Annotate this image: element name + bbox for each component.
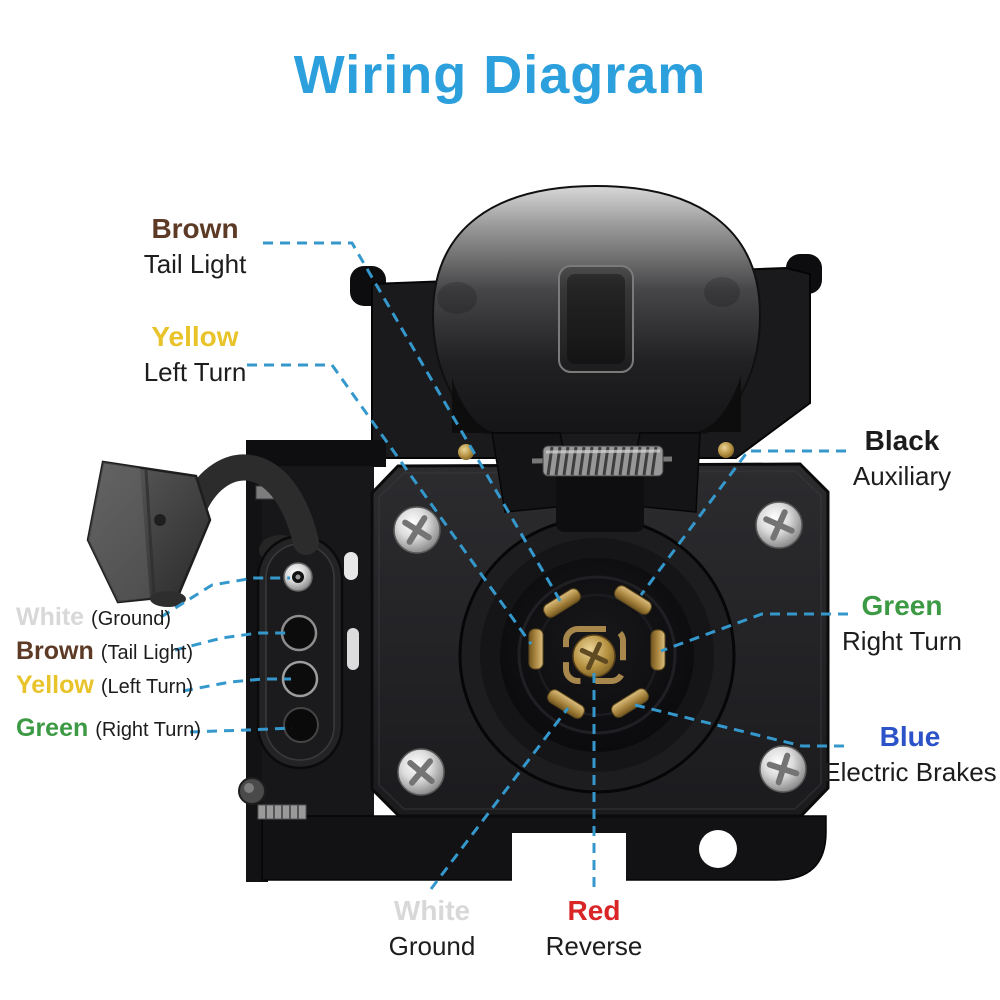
flat-label-yellow-left-turn: Yellow (Left Turn) — [16, 670, 193, 704]
socket-pin-ground — [547, 689, 585, 719]
label-red-reverse: Red Reverse — [509, 895, 679, 961]
wire-color-name: Yellow — [151, 321, 239, 352]
flange-hole — [699, 830, 737, 868]
leader-line-white — [429, 707, 570, 890]
flat-label-brown-tail-light: Brown (Tail Light) — [16, 636, 193, 670]
label-black-auxiliary: Black Auxiliary — [822, 425, 982, 491]
label-green-right-turn: Green Right Turn — [822, 590, 982, 656]
socket-pin-reverse — [563, 626, 626, 684]
wire-color-name: Red — [567, 895, 621, 926]
corner-screw — [393, 506, 441, 554]
leader-line-yellow — [247, 363, 533, 645]
flat-label-white-ground: White (Ground) — [16, 602, 171, 636]
socket-pin-electric-brakes — [611, 688, 649, 718]
leader-line-flat-white — [160, 576, 290, 619]
leader-lines — [160, 241, 848, 890]
flat-pin-right-turn — [283, 707, 319, 743]
seven-pin-socket — [458, 516, 736, 794]
leader-line-flat-brown — [174, 631, 291, 652]
wire-color-name: Green — [861, 590, 943, 621]
wire-function: Left Turn — [143, 356, 247, 387]
wire-color-name: White — [393, 895, 471, 926]
dust-cap — [86, 454, 319, 607]
cover-latch-recess — [567, 274, 625, 364]
wire-function: Electric Brakes — [823, 756, 997, 787]
corner-screws — [393, 501, 807, 796]
corner-screw — [759, 745, 807, 793]
flat-pin-left-turn — [281, 660, 319, 698]
corner-screw — [755, 501, 803, 549]
wire-color-name: Yellow — [16, 671, 94, 699]
page-title: Wiring Diagram — [293, 45, 707, 105]
leader-line-blue — [634, 703, 844, 748]
wire-function: (Right Turn) — [95, 719, 201, 741]
wire-color-name: Green — [16, 714, 89, 742]
bracket-bolt — [238, 777, 307, 820]
leader-line-green — [660, 612, 848, 653]
socket-pin-left-turn — [528, 628, 544, 670]
label-white-ground: White Ground — [347, 895, 517, 961]
corner-screw — [397, 748, 445, 796]
four-pin-flat-connector — [256, 534, 344, 770]
leader-line-flat-yellow — [182, 677, 291, 693]
cover-hinge — [458, 432, 734, 532]
label-blue-electric-brakes: Blue Electric Brakes — [820, 721, 1000, 787]
socket-cover-lid — [431, 184, 762, 434]
hinge-pivot — [718, 442, 734, 458]
wire-color-name: White — [16, 603, 85, 631]
wire-color-name: Blue — [879, 721, 941, 752]
wire-function: (Ground) — [91, 608, 172, 630]
leader-line-brown — [263, 241, 564, 605]
wire-color-name: Brown — [151, 213, 239, 244]
label-yellow-left-turn: Yellow Left Turn — [110, 321, 280, 387]
socket-pin-auxiliary — [614, 585, 652, 615]
wire-function: Right Turn — [842, 625, 962, 656]
wire-color-name: Black — [864, 425, 940, 456]
cover-latch — [558, 265, 634, 373]
cap-strap — [182, 454, 319, 555]
flat-label-green-right-turn: Green (Right Turn) — [16, 713, 201, 747]
bracket-slot — [344, 552, 358, 580]
flange-notch — [512, 833, 626, 882]
label-brown-tail-light: Brown Tail Light — [110, 213, 280, 279]
wire-function: Reverse — [545, 930, 643, 961]
flat-pin-ground — [283, 562, 313, 592]
wire-function: (Tail Light) — [100, 642, 194, 664]
wire-function: (Left Turn) — [100, 676, 194, 698]
hinge-spring — [531, 445, 673, 477]
flat-pin-tail-light — [280, 614, 318, 652]
leader-line-flat-green — [189, 726, 293, 734]
wire-function: Auxiliary — [852, 460, 952, 491]
wire-color-name: Brown — [16, 637, 94, 665]
bracket-slot — [347, 628, 359, 670]
wire-function: Tail Light — [143, 248, 247, 279]
wire-function: Ground — [388, 930, 476, 961]
